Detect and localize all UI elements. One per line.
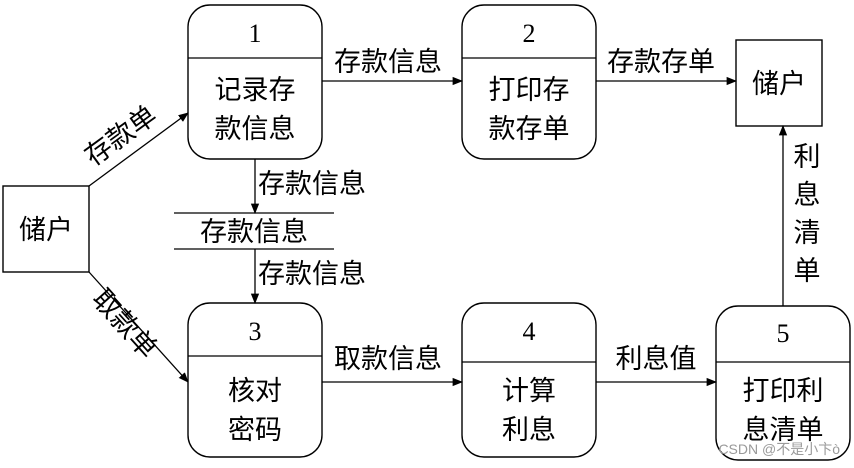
entity-customer-left-label: 储户 [19,215,73,245]
process-4-number: 4 [523,317,536,346]
process-5-number: 5 [777,319,790,348]
flow-p4-p5-label: 利息值 [616,344,697,374]
entity-customer-left: 储户 [2,185,90,273]
flow-p2-customer-label: 存款存单 [607,47,715,77]
process-2: 2 打印存 款存单 [461,4,597,160]
flow-deposit-slip-label: 存款单 [79,100,162,172]
datastore-deposit-info: 存款信息 [174,212,334,250]
flow-store-p3: 存款信息 [250,249,366,305]
process-4: 4 计算 利息 [461,302,597,458]
flow-p5-customer: 利 息 清 单 [778,124,821,306]
process-2-name-line1: 打印存 [489,75,570,105]
flow-p1-store-label: 存款信息 [258,169,366,199]
entity-customer-right: 储户 [735,39,823,127]
flow-p4-p5: 利息值 [596,344,718,387]
process-2-name-line2: 款存单 [489,114,570,144]
flow-p3-p4-label: 取款信息 [334,344,442,374]
watermark: CSDN @不是小卞ò [718,441,840,457]
flow-p5-customer-label-char4: 单 [794,256,821,286]
process-1-name-line1: 记录存 [215,75,296,105]
process-3-name-line1: 核对 [228,376,282,406]
flow-p5-customer-label-char1: 利 [794,142,821,172]
flow-p1-p2: 存款信息 [322,47,464,86]
process-5-name-line1: 打印利 [743,376,824,406]
flow-withdraw-slip-label: 取款单 [86,284,162,364]
process-4-name-line2: 利息 [502,415,556,445]
flow-p2-customer: 存款存单 [596,47,738,86]
process-1: 1 记录存 款信息 [187,4,323,160]
process-3-number: 3 [249,317,262,346]
process-5: 5 打印利 息清单 [715,305,851,461]
flow-deposit-slip-arrow [88,112,189,187]
process-5-name-line2: 息清单 [743,415,824,445]
datastore-label: 存款信息 [200,217,308,247]
process-3: 3 核对 密码 [187,302,323,458]
process-1-name-line2: 款信息 [215,114,296,144]
flow-withdraw-slip-arrow [88,271,189,383]
flow-p1-store: 存款信息 [250,159,366,215]
flow-deposit-slip: 存款单 [79,100,189,187]
flow-withdraw-slip: 取款单 [86,271,189,383]
flow-p5-customer-label-char3: 清 [794,218,821,248]
flow-p3-p4: 取款信息 [322,344,464,387]
entity-customer-right-label: 储户 [752,69,806,99]
process-3-name-line2: 密码 [228,415,282,445]
flow-store-p3-label: 存款信息 [258,259,366,289]
process-4-name-line1: 计算 [502,376,556,406]
flow-p5-customer-label-char2: 息 [794,180,821,210]
process-1-number: 1 [249,19,262,48]
flow-p1-p2-label: 存款信息 [334,47,442,77]
process-2-number: 2 [523,19,536,48]
